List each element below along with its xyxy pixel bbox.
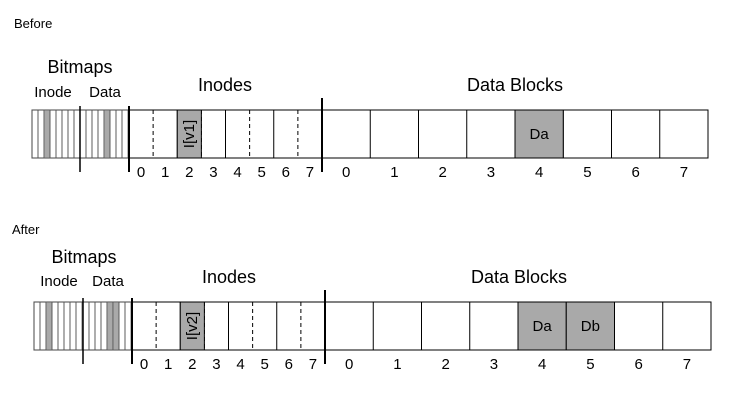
after-data-index-6: 6	[634, 356, 642, 373]
after-data-index-4: 4	[538, 356, 546, 373]
after-bitmaps-label: Bitmaps	[51, 247, 116, 267]
after-data-index-1: 1	[393, 356, 401, 373]
before-panel: Before Bitmaps Inode Data Inodes Data Bl…	[14, 16, 709, 181]
after-inode-index-3: 3	[212, 356, 220, 373]
after-inode-bitmap-bit-2	[45, 301, 53, 351]
after-inode-index-4: 4	[236, 356, 244, 373]
after-inode-index-5: 5	[261, 356, 269, 373]
after-data-index-3: 3	[490, 356, 498, 373]
after-data-bitmap-bit-4	[106, 301, 114, 351]
before-data-index-5: 5	[583, 164, 591, 181]
before-inode-index-2: 2	[185, 164, 193, 181]
after-data-block-4-cell	[517, 301, 567, 351]
after-data-index-7: 7	[683, 356, 691, 373]
after-inode-bitmap-label: Inode	[40, 273, 78, 290]
before-data-block-4-cell	[514, 109, 564, 159]
before-inode-bitmap-bit-2	[43, 109, 51, 159]
after-inodes-label: Inodes	[202, 267, 256, 287]
before-inodes-label: Inodes	[198, 75, 252, 95]
before-inode-2-cell	[176, 109, 202, 159]
before-data-block-4-label: Da	[530, 126, 550, 143]
before-inode-index-7: 7	[306, 164, 314, 181]
after-data-bitmap-label: Data	[92, 273, 124, 290]
before-data-index-3: 3	[487, 164, 495, 181]
after-inode-index-2: 2	[188, 356, 196, 373]
before-inode-index-5: 5	[258, 164, 266, 181]
after-data-index-0: 0	[345, 356, 353, 373]
before-inode-index-1: 1	[161, 164, 169, 181]
before-inode-index-4: 4	[233, 164, 241, 181]
before-inode-index-0: 0	[137, 164, 145, 181]
after-caption: After	[12, 222, 40, 237]
before-data-index-0: 0	[342, 164, 350, 181]
after-data-index-5: 5	[586, 356, 594, 373]
before-inode-2-label: I[v1]	[181, 120, 198, 148]
after-data-block-5-cell	[565, 301, 615, 351]
before-data-index-1: 1	[390, 164, 398, 181]
after-inode-index-6: 6	[285, 356, 293, 373]
after-data-block-5-label: Db	[581, 318, 600, 335]
before-data-bitmap-label: Data	[89, 84, 121, 101]
after-inode-2-label: I[v2]	[184, 312, 201, 340]
after-data-blocks-label: Data Blocks	[471, 267, 567, 287]
before-data-index-2: 2	[438, 164, 446, 181]
before-inode-index-3: 3	[209, 164, 217, 181]
after-data-bitmap-bit-5	[112, 301, 120, 351]
after-inode-2-cell	[179, 301, 205, 351]
before-data-index-7: 7	[680, 164, 688, 181]
before-data-index-4: 4	[535, 164, 543, 181]
before-data-index-6: 6	[631, 164, 639, 181]
before-inode-bitmap-label: Inode	[34, 84, 72, 101]
after-inode-index-1: 1	[164, 356, 172, 373]
before-caption: Before	[14, 16, 52, 31]
after-inode-index-7: 7	[309, 356, 317, 373]
before-data-blocks-label: Data Blocks	[467, 75, 563, 95]
before-inode-index-6: 6	[282, 164, 290, 181]
after-data-block-4-label: Da	[533, 318, 553, 335]
after-inode-index-0: 0	[140, 356, 148, 373]
after-data-index-2: 2	[441, 356, 449, 373]
after-inode-bitmap-bit-7	[75, 301, 83, 351]
before-bitmaps-label: Bitmaps	[47, 57, 112, 77]
after-panel: After Bitmaps Inode Data Inodes Data Blo…	[12, 222, 712, 373]
before-data-bitmap-bit-4	[103, 109, 111, 159]
